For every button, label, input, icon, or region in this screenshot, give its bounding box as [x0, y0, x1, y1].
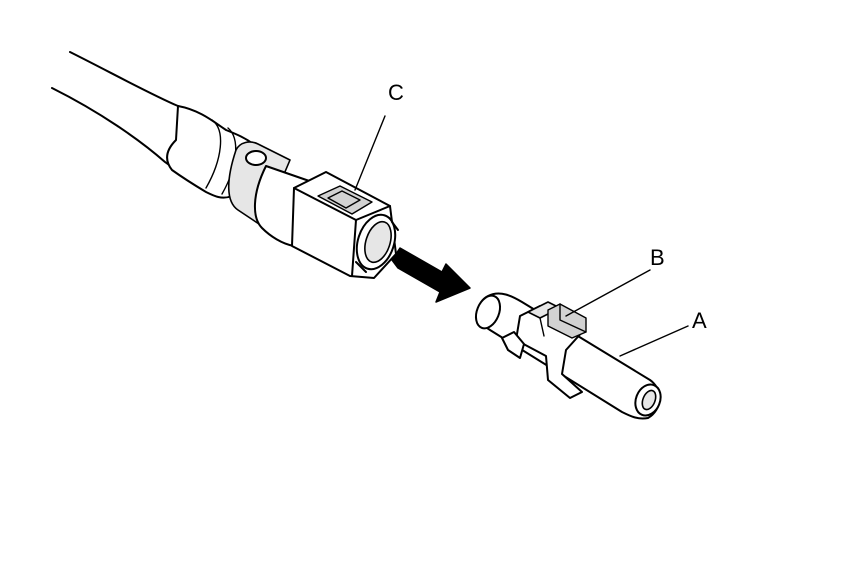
- quick-connector-body: [291, 171, 399, 279]
- disconnect-arrow-icon: [391, 247, 471, 303]
- retainer-clip: [501, 301, 587, 399]
- callout-label-c: C: [388, 80, 404, 105]
- leader-line-b: [565, 269, 651, 317]
- callout-label-a: A: [692, 308, 707, 333]
- leader-line-c: [354, 115, 386, 191]
- leader-line-a: [619, 325, 689, 357]
- leader-lines: [354, 115, 689, 357]
- callout-label-b: B: [650, 245, 665, 270]
